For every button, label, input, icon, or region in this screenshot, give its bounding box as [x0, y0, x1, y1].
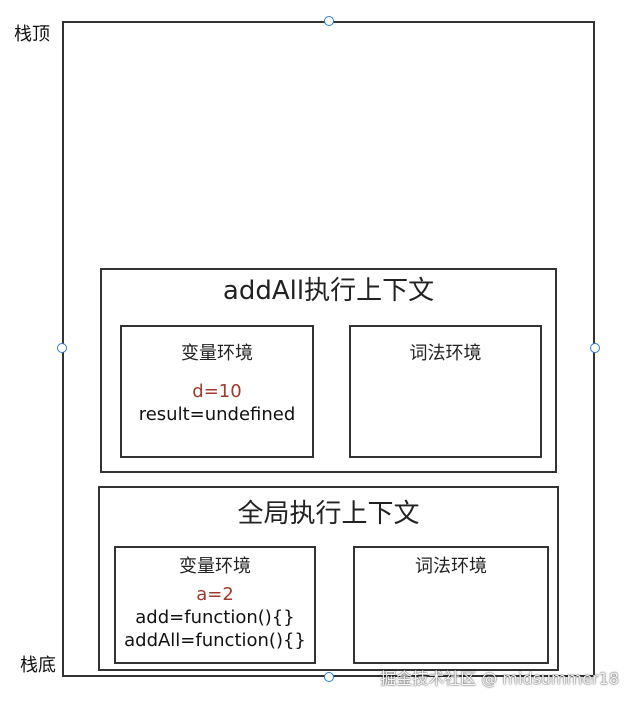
resize-handle-top[interactable] [324, 16, 334, 26]
global-lexical-env-title: 词法环境 [415, 556, 487, 577]
global-var-line: addAll=function(){} [124, 630, 306, 651]
global-execution-context: 全局执行上下文 变量环境 a=2 add=function(){} addAll… [98, 486, 559, 671]
global-variable-environment: 变量环境 a=2 add=function(){} addAll=functio… [114, 546, 316, 664]
addall-lexical-environment: 词法环境 [349, 325, 542, 458]
stack-top-label: 栈顶 [14, 24, 50, 45]
addall-lexical-env-title: 词法环境 [409, 343, 482, 364]
global-lexical-environment: 词法环境 [353, 546, 549, 664]
addall-variable-environment: 变量环境 d=10 result=undefined [120, 325, 314, 458]
global-context-title: 全局执行上下文 [237, 499, 420, 529]
addall-execution-context: addAll执行上下文 变量环境 d=10 result=undefined 词… [100, 268, 557, 473]
stack-bottom-label: 栈底 [20, 655, 56, 676]
resize-handle-right[interactable] [590, 343, 600, 353]
global-variable-env-title: 变量环境 [179, 556, 251, 577]
resize-handle-left[interactable] [57, 343, 67, 353]
watermark-text: 掘金技术社区 @ midsummer18 [380, 669, 619, 688]
global-var-line: a=2 [196, 584, 234, 605]
resize-handle-bottom[interactable] [324, 672, 334, 682]
addall-var-line: d=10 [192, 381, 242, 402]
addall-variable-env-title: 变量环境 [181, 343, 253, 364]
addall-var-line: result=undefined [138, 404, 296, 425]
addall-context-title: addAll执行上下文 [222, 276, 435, 306]
global-var-line: add=function(){} [135, 607, 295, 628]
